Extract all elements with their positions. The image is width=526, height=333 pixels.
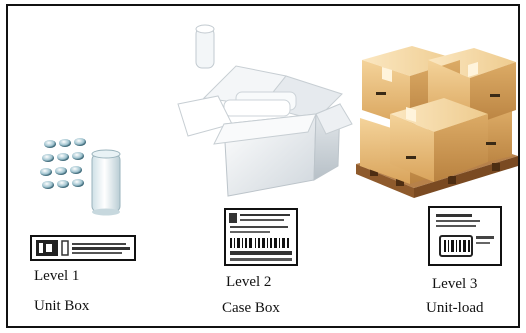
bottle-icon bbox=[92, 150, 120, 216]
level-2-label: Level 2 bbox=[226, 274, 271, 291]
pallet-boxes-icon bbox=[352, 40, 520, 200]
barcode-label-icon bbox=[428, 206, 502, 266]
level-3-label: Level 3 bbox=[432, 276, 477, 293]
diagram-frame: Level 1 Unit Box Level 2 Case Box Level … bbox=[6, 4, 520, 328]
level-3-name: Unit-load bbox=[426, 300, 484, 317]
barcode-label-icon bbox=[224, 208, 298, 266]
level-1-name: Unit Box bbox=[34, 298, 89, 315]
blister-pack-icon bbox=[36, 134, 128, 216]
level-2-name: Case Box bbox=[222, 300, 280, 317]
level-1-label: Level 1 bbox=[34, 268, 79, 285]
open-carton-icon bbox=[166, 20, 356, 198]
barcode-label-icon bbox=[30, 235, 136, 261]
